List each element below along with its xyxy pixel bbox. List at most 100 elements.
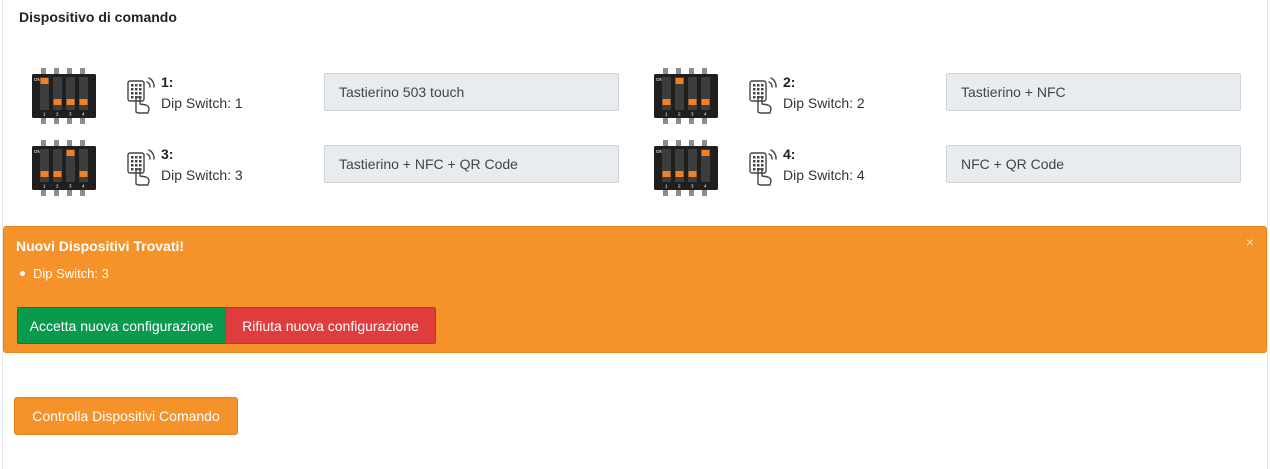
switch-slot: [675, 149, 684, 182]
position-label: 1: [665, 184, 668, 189]
pin: [689, 68, 694, 75]
keypad-touch-icon: [127, 149, 155, 186]
switch-slot: [688, 149, 697, 182]
position-label: 4: [704, 112, 707, 117]
pin: [41, 140, 46, 147]
pin: [80, 189, 85, 196]
device-name-field[interactable]: [946, 73, 1241, 111]
switch-slot: [675, 77, 684, 110]
switch-lever: [53, 171, 62, 177]
pin: [676, 117, 681, 124]
device-number: 1:: [161, 74, 174, 90]
pin: [689, 189, 694, 196]
device-dip-label: Dip Switch: 3: [161, 167, 243, 183]
switch-slot: [701, 77, 710, 110]
pin: [67, 117, 72, 124]
pin: [663, 189, 668, 196]
reject-configuration-button[interactable]: Rifiuta nuova configurazione: [225, 307, 436, 344]
position-label: 3: [69, 184, 72, 189]
position-label: 4: [82, 112, 85, 117]
position-label: 2: [56, 184, 59, 189]
device-row-3: ON 1 2 3 4 3: Dip Switch: 3: [30, 140, 645, 204]
pin: [67, 140, 72, 147]
close-icon[interactable]: ×: [1245, 234, 1254, 250]
switch-lever: [688, 171, 697, 177]
pin: [67, 189, 72, 196]
bullet-icon: [20, 271, 25, 276]
device-number: 2:: [783, 74, 796, 90]
switch-lever: [66, 99, 75, 105]
check-command-devices-button[interactable]: Controlla Dispositivi Comando: [14, 397, 238, 435]
accept-configuration-button[interactable]: Accetta nuova configurazione: [17, 307, 226, 344]
device-dip-label: Dip Switch: 4: [783, 167, 865, 183]
pin: [676, 68, 681, 75]
device-number: 4:: [783, 146, 796, 162]
keypad-touch-icon: [749, 77, 777, 114]
switch-slot: [688, 77, 697, 110]
position-label: 2: [56, 112, 59, 117]
switch-slot: [79, 77, 88, 110]
pin: [54, 189, 59, 196]
switch-slot: [66, 77, 75, 110]
on-label: ON: [34, 149, 41, 154]
frame-border-left: [2, 0, 3, 469]
switch-lever: [675, 78, 684, 84]
switch-slot: [53, 149, 62, 182]
switch-slot: [40, 77, 49, 110]
device-name-field[interactable]: [324, 145, 619, 183]
position-label: 1: [665, 112, 668, 117]
pin: [54, 140, 59, 147]
alert-title: Nuovi Dispositivi Trovati!: [16, 238, 185, 254]
switch-slot: [53, 77, 62, 110]
switch-lever: [688, 99, 697, 105]
alert-device-item: Dip Switch: 3: [33, 266, 109, 281]
on-label: ON: [656, 149, 663, 154]
position-label: 3: [691, 184, 694, 189]
pin: [663, 117, 668, 124]
alert-device-list: Dip Switch: 3: [16, 266, 109, 281]
pin: [689, 140, 694, 147]
pin: [702, 189, 707, 196]
device-number: 3:: [161, 146, 174, 162]
device-name-field[interactable]: [946, 145, 1241, 183]
pin: [702, 68, 707, 75]
pin: [80, 117, 85, 124]
switch-lever: [40, 171, 49, 177]
switch-lever: [40, 78, 49, 84]
pin: [663, 68, 668, 75]
position-label: 2: [678, 184, 681, 189]
pin: [41, 117, 46, 124]
pin: [702, 140, 707, 147]
on-label: ON: [656, 77, 663, 82]
switch-lever: [701, 99, 710, 105]
keypad-touch-icon: [127, 77, 155, 114]
position-label: 4: [82, 184, 85, 189]
switch-lever: [79, 171, 88, 177]
position-label: 3: [69, 112, 72, 117]
switch-slot: [662, 77, 671, 110]
pin: [41, 189, 46, 196]
switch-lever: [79, 99, 88, 105]
position-label: 1: [43, 184, 46, 189]
pin: [702, 117, 707, 124]
section-title: Dispositivo di comando: [19, 9, 177, 25]
pin: [54, 68, 59, 75]
position-label: 1: [43, 112, 46, 117]
list-item: Dip Switch: 3: [16, 266, 109, 281]
device-name-field[interactable]: [324, 73, 619, 111]
pin: [676, 189, 681, 196]
switch-lever: [662, 99, 671, 105]
switch-lever: [662, 171, 671, 177]
switch-lever: [53, 99, 62, 105]
device-dip-label: Dip Switch: 2: [783, 95, 865, 111]
switch-lever: [675, 171, 684, 177]
position-label: 3: [691, 112, 694, 117]
pin: [41, 68, 46, 75]
device-dip-label: Dip Switch: 1: [161, 95, 243, 111]
